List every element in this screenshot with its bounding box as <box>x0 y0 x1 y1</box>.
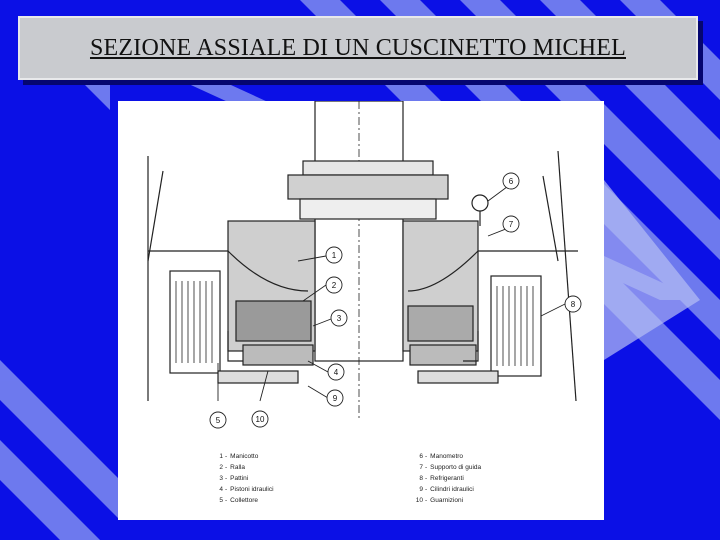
callout-9: 9 <box>333 394 338 403</box>
callout-8: 8 <box>571 300 576 309</box>
legend-item: 3-Pattini <box>219 475 249 482</box>
legend-item: 1-Manicotto <box>219 453 259 460</box>
legend-item: 8-Refrigeranti <box>419 475 464 482</box>
callout-10: 10 <box>256 415 265 424</box>
callout-3: 3 <box>337 314 342 323</box>
title-box: SEZIONE ASSIALE DI UN CUSCINETTO MICHEL <box>18 16 698 80</box>
page-title: SEZIONE ASSIALE DI UN CUSCINETTO MICHEL <box>89 34 626 61</box>
legend-item: 4-Pistoni idraulici <box>219 486 274 493</box>
callout-7: 7 <box>509 220 514 229</box>
legend: 1-Manicotto 2-Ralla 3-Pattini 4-Pistoni … <box>213 451 593 511</box>
legend-left-column: 1-Manicotto 2-Ralla 3-Pattini 4-Pistoni … <box>213 451 274 506</box>
legend-item: 7-Supporto di guida <box>419 464 482 471</box>
callout-1: 1 <box>332 251 337 260</box>
callout-2: 2 <box>332 281 337 290</box>
legend-item: 2-Ralla <box>219 464 245 471</box>
callout-5: 5 <box>216 416 221 425</box>
legend-right-column: 6-Manometro 7-Supporto di guida 8-Refrig… <box>413 451 481 506</box>
callout-6: 6 <box>509 177 514 186</box>
legend-item: 5-Collettore <box>219 497 258 504</box>
bearing-section-drawing: 1 2 3 4 5 6 7 8 9 10 1-Manicotto 2-Ralla… <box>118 101 604 520</box>
technical-drawing: 1 2 3 4 5 6 7 8 9 10 <box>147 101 582 429</box>
legend-item: 10-Guarnizioni <box>415 497 464 504</box>
legend-item: 6-Manometro <box>419 453 464 460</box>
legend-item: 9-Cilindri idraulici <box>419 486 474 493</box>
callout-4: 4 <box>334 368 339 377</box>
